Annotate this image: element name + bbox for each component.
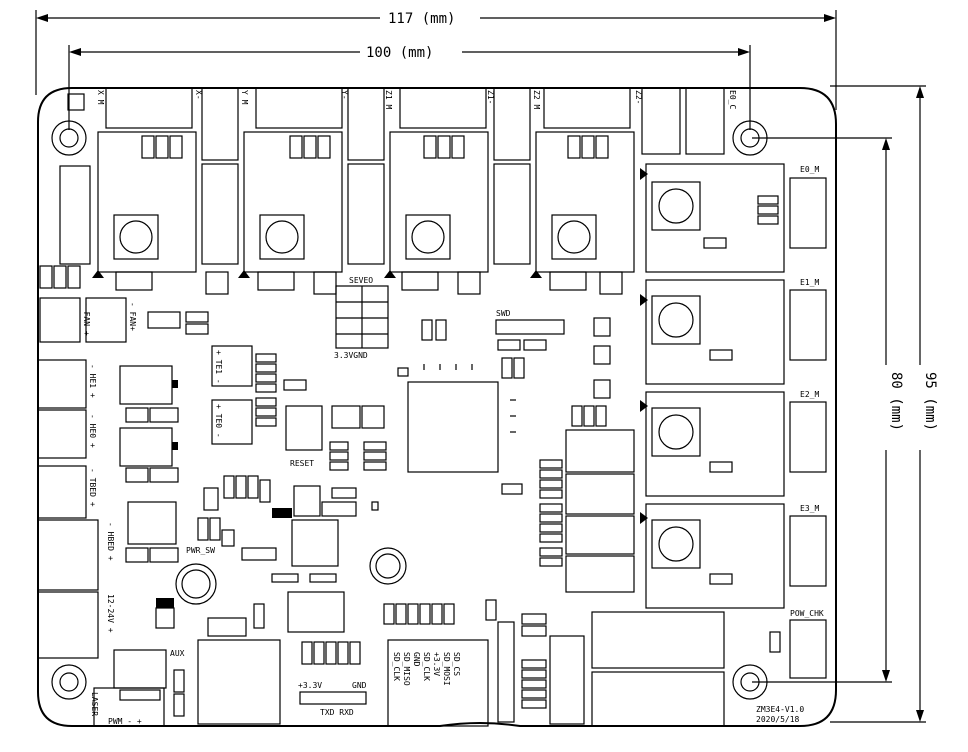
label-aux: AUX	[170, 649, 185, 658]
board-outline	[37, 87, 837, 727]
board-date: 2020/5/18	[756, 715, 800, 724]
label-x-m: X M	[96, 90, 105, 105]
extruder-slot-e2	[640, 391, 827, 497]
reset-area	[285, 405, 387, 471]
mounting-hole-top-left	[51, 120, 87, 156]
label-hbed: - HBED +	[106, 522, 115, 561]
label-reset: RESET	[290, 459, 314, 468]
endstop-connectors	[539, 405, 635, 593]
sd-pin-3: SD_CLK	[422, 652, 431, 681]
aux-laser-connectors	[93, 649, 185, 727]
label-uart-txrx: TXD RXD	[320, 708, 354, 717]
label-z1-m: Z1 M	[384, 90, 393, 109]
extruder-slot-e0	[640, 163, 827, 273]
label-laser: LASER	[90, 692, 99, 716]
label-e2-m: E2_M	[800, 390, 819, 399]
dim-width-label: 117 (mm)	[388, 11, 455, 27]
label-fan: - FAN +	[82, 302, 91, 336]
stepper-y	[205, 87, 385, 295]
label-e3-m: E3_M	[800, 504, 819, 513]
heater-connectors	[37, 359, 99, 659]
mounting-hole-top-right	[732, 120, 768, 156]
label-e0-m: E0_M	[800, 165, 819, 174]
power-regulator-area	[197, 475, 407, 633]
label-uart-gnd: GND	[352, 681, 367, 690]
mounting-hole-bottom-left	[51, 664, 87, 700]
thermistor-connectors	[211, 345, 307, 445]
stepper-x	[59, 87, 239, 291]
dimension-hole-height-80: 80 (mm)	[752, 137, 904, 683]
label-y-minus: Y-	[340, 90, 349, 100]
label-fan-plus: - FAN+	[128, 302, 137, 331]
label-z2-m: Z2 M	[532, 90, 541, 109]
label-pwm: PWM - +	[108, 717, 142, 726]
dim-height-label: 95 (mm)	[922, 372, 938, 431]
dimension-height-95: 95 (mm)	[830, 85, 938, 723]
label-uart-33v: +3.3V	[298, 681, 322, 690]
label-x-minus: X-	[194, 90, 203, 100]
swd-header	[495, 317, 611, 399]
label-pwr-sw: PWR_SW	[186, 546, 215, 555]
label-e0-c: E0_C	[728, 90, 737, 109]
dimension-width-117: 117 (mm)	[35, 10, 837, 110]
sd-card-slot	[387, 639, 489, 727]
dim-hole-width-label: 100 (mm)	[366, 45, 433, 61]
label-power-in: 12-24V +	[106, 594, 115, 633]
sd-pin-0: SD_CLK	[392, 652, 401, 681]
seveo-header	[335, 285, 389, 349]
label-z1-minus: Z1-	[486, 90, 495, 104]
label-33v-gnd: 3.3VGND	[334, 351, 368, 360]
label-z2-minus: Z2-	[634, 90, 643, 104]
stepper-z2	[530, 87, 725, 295]
mcu-chip	[397, 357, 525, 495]
bottom-components	[197, 599, 827, 727]
label-he1: - HE1 +	[88, 364, 97, 398]
sd-pin-6: SD_CS	[452, 652, 461, 676]
sd-pin-2: GND	[412, 652, 421, 667]
stepper-z1	[384, 87, 531, 295]
label-te0: + TE0 -	[214, 404, 223, 438]
mounting-hole-bottom-right	[732, 664, 768, 700]
label-he0: - HE0 +	[88, 414, 97, 448]
label-pow-chk: POW_CHK	[790, 609, 824, 618]
sd-pin-1: SD_MISO	[402, 652, 411, 686]
board-name: ZM3E4-V1.0	[756, 705, 804, 714]
label-y-m: Y M	[240, 90, 249, 105]
label-te1: + TE1 -	[214, 350, 223, 384]
extruder-slot-e3	[640, 503, 827, 609]
label-tbed: - TBED +	[88, 468, 97, 507]
sd-pin-5: SD_MOSI	[442, 652, 451, 686]
sd-pin-4: +3.3V	[432, 652, 441, 676]
mosfet-components	[119, 311, 247, 637]
label-swd: SWD	[496, 309, 511, 318]
dim-hole-height-label: 80 (mm)	[888, 372, 904, 431]
fan-connectors	[39, 265, 127, 343]
extruder-slot-e1	[640, 279, 827, 385]
label-seveo: SEVEO	[349, 276, 373, 285]
label-e1-m: E1_M	[800, 278, 819, 287]
